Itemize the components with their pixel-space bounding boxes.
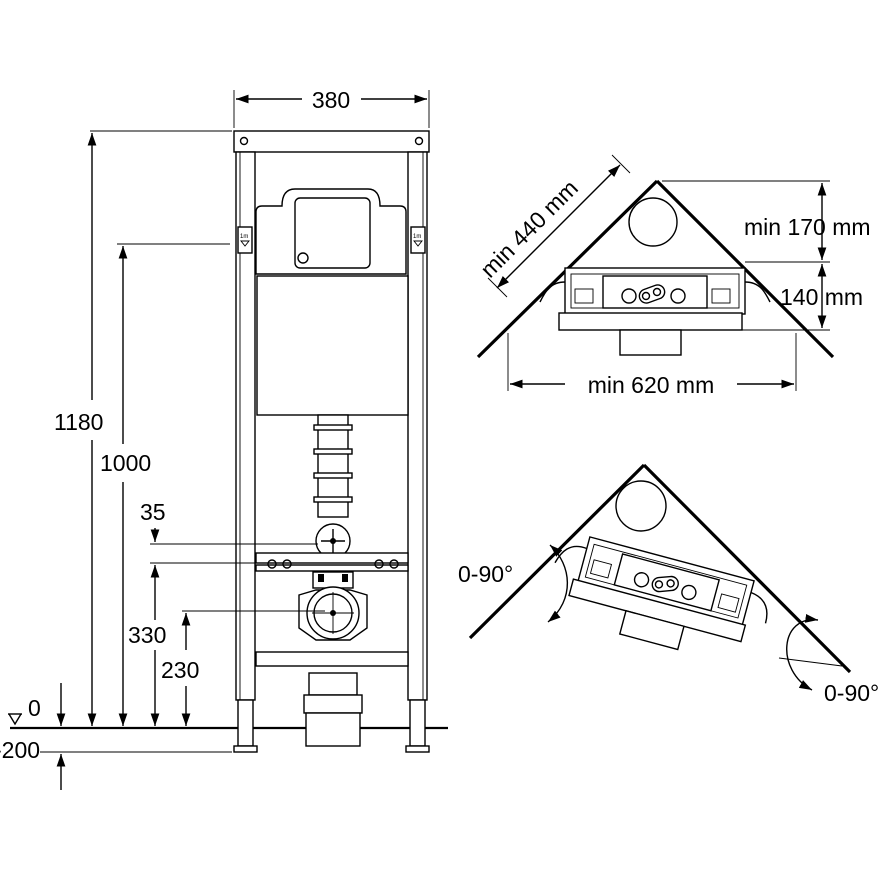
corner-top-frame <box>539 267 771 356</box>
frame-top-plate <box>233 130 430 153</box>
dim-depth-170 <box>662 180 830 263</box>
angle-right-label: 0-90° <box>824 680 879 706</box>
floor-level-symbol <box>8 713 22 726</box>
rotation-arc-left <box>547 544 569 623</box>
rotation-arc-right <box>778 614 843 691</box>
dim-height-1000-label: 1000 <box>100 450 151 476</box>
dim-depth-200 <box>40 751 232 790</box>
frame-feet <box>233 699 430 753</box>
frame-crossbars <box>255 552 409 667</box>
dim-330 <box>150 562 256 726</box>
level-marker-left: 1m <box>237 226 253 254</box>
corner-bottom-pipe <box>615 480 667 532</box>
dim-height-1180 <box>87 130 232 726</box>
dim-230 <box>181 610 325 726</box>
corner-top-view: min 440 mm min 170 mm 140 mm min 620 mm <box>475 154 871 398</box>
dim-35 <box>150 528 318 545</box>
cistern-depth-label: 140 mm <box>780 284 863 310</box>
dim-width-380 <box>233 90 430 128</box>
dim-height-total-label: 1180 <box>54 409 103 435</box>
dim-330-label: 330 <box>128 622 166 648</box>
dim-width-label: 380 <box>312 87 350 113</box>
dim-230-label: 230 <box>161 657 199 683</box>
front-view: 0 -200 1m 1m <box>0 87 448 790</box>
diag-label: min 440 mm <box>475 175 583 283</box>
width-620-label: min 620 mm <box>588 372 715 398</box>
dim-height-1000 <box>117 243 230 726</box>
floor-zero-label: 0 <box>28 695 41 721</box>
level-marker-right-text: 1m <box>413 234 421 240</box>
cistern <box>255 188 409 416</box>
level-marker-right: 1m <box>410 226 426 254</box>
level-marker-left-text: 1m <box>240 234 248 240</box>
depth-label: min 170 mm <box>744 214 871 240</box>
dim-cistern-140 <box>742 264 830 331</box>
corner-bottom-view: 0-90° 0-90° <box>458 463 879 706</box>
dim-diag-440 <box>487 154 631 298</box>
depth-label: -200 <box>0 737 40 763</box>
drain-bend <box>298 571 368 747</box>
corner-top-pipe <box>628 197 678 247</box>
angle-left-label: 0-90° <box>458 561 513 587</box>
flush-pipe <box>313 414 353 559</box>
corner-bottom-frame <box>554 536 768 651</box>
dim-35-label: 35 <box>140 499 166 525</box>
dim-width-620 <box>507 333 797 391</box>
